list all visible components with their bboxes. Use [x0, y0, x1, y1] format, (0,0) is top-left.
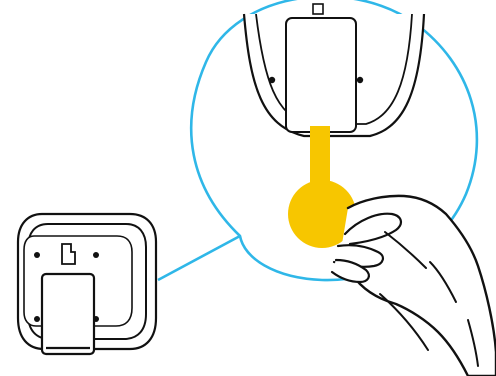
zoomed-screw-hole [356, 76, 364, 84]
pull-tab-disc [288, 180, 356, 248]
device-screw-hole [93, 252, 99, 258]
hand-crease [379, 293, 429, 351]
zoomed-device-detail [242, 3, 426, 138]
hand-thumb [343, 212, 402, 246]
zoomed-top-marker [312, 3, 324, 15]
hand-crease [384, 231, 427, 269]
zoomed-screw-hole [268, 76, 276, 84]
hand [330, 194, 496, 376]
device-screw-hole [34, 316, 40, 322]
sensor-device [16, 212, 158, 356]
hand-crease [429, 261, 457, 303]
device-screw-hole [34, 252, 40, 258]
device-battery-cover [40, 272, 96, 356]
hand-crease [467, 319, 479, 367]
device-center-mark [61, 243, 76, 265]
hand-outline [338, 194, 496, 376]
pull-tab [288, 126, 356, 248]
zoomed-battery-cover [285, 17, 357, 133]
hand-finger [330, 258, 370, 284]
